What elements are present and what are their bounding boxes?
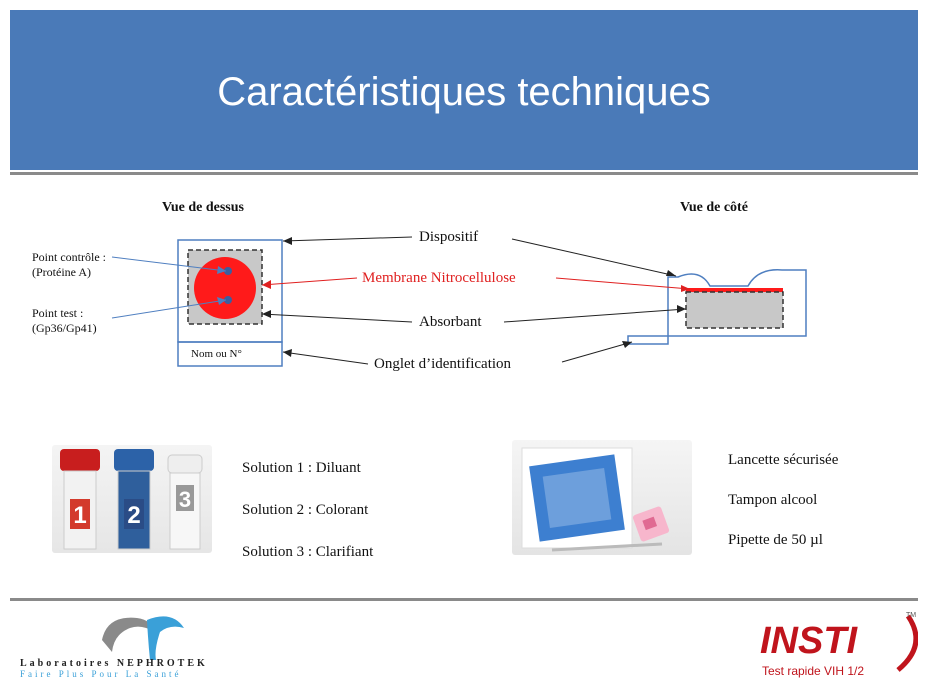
label-nom-ou-n: Nom ou N° bbox=[191, 348, 242, 360]
top-view-label: Vue de dessus bbox=[162, 200, 244, 215]
label-dispositif: Dispositif bbox=[419, 229, 479, 245]
device-outline-side bbox=[627, 269, 807, 345]
test-dot bbox=[224, 296, 232, 304]
accessory-item: Pipette de 50 µl bbox=[728, 532, 823, 548]
vial-number-3: 3 bbox=[179, 487, 191, 512]
label-point-test: Point test : (Gp36/Gp41) bbox=[32, 306, 97, 335]
label-membrane: Membrane Nitrocellulose bbox=[362, 270, 516, 286]
vial-number-1: 1 bbox=[73, 502, 86, 529]
insti-subtitle: Test rapide VIH 1/2 bbox=[762, 664, 865, 678]
accessory-item: Tampon alcool bbox=[728, 492, 818, 508]
solution-item: Solution 3 : Clarifiant bbox=[242, 544, 374, 560]
side-view-label: Vue de côté bbox=[680, 200, 748, 215]
nephrotek-logo-icon bbox=[102, 616, 184, 660]
id-tab-top bbox=[177, 341, 283, 367]
control-dot bbox=[224, 267, 232, 275]
label-onglet: Onglet d’identification bbox=[374, 356, 512, 372]
accessories-list: Lancette sécurisée Tampon alcool Pipette… bbox=[728, 440, 838, 560]
insti-wordmark: INSTI bbox=[760, 620, 858, 662]
solution-item: Solution 2 : Colorant bbox=[242, 502, 369, 518]
accessory-item: Lancette sécurisée bbox=[728, 452, 839, 468]
insti-logo: INSTI TM Test rapide VIH 1/2 bbox=[758, 610, 918, 680]
label-point-controle: Point contrôle : (Protéine A) bbox=[32, 250, 106, 279]
accessories-photo bbox=[512, 440, 692, 555]
header-rule bbox=[10, 172, 918, 175]
vials-photo: 1 2 3 bbox=[52, 445, 212, 553]
membrane-side bbox=[686, 288, 783, 292]
lab-name: Laboratoires NEPHROTEK bbox=[20, 658, 208, 669]
vial-number-2: 2 bbox=[127, 502, 140, 529]
label-absorbant: Absorbant bbox=[419, 314, 482, 330]
insti-tm: TM bbox=[906, 612, 917, 619]
slide-title: Caractéristiques techniques bbox=[217, 70, 711, 114]
solution-item: Solution 1 : Diluant bbox=[242, 460, 361, 476]
absorbant-pad-side bbox=[685, 291, 784, 329]
lab-slogan: Faire Plus Pour La Santé bbox=[20, 669, 182, 679]
solutions-list: Solution 1 : Diluant Solution 2 : Colora… bbox=[242, 447, 373, 573]
footer-rule bbox=[10, 598, 918, 601]
title-banner: Caractéristiques techniques bbox=[10, 10, 918, 170]
membrane-circle bbox=[194, 257, 256, 319]
nephrotek-logo: Laboratoires NEPHROTEK Faire Plus Pour L… bbox=[20, 658, 280, 679]
